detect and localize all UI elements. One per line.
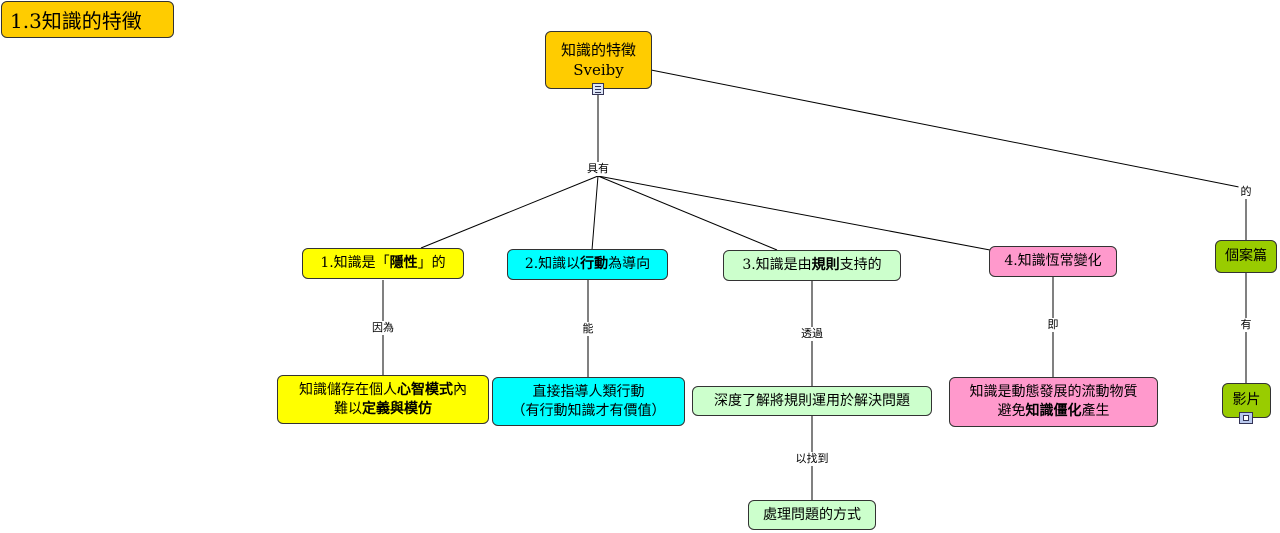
detail-mental-model-line2: 難以定義與模仿 xyxy=(334,400,432,417)
link-label-can: 能 xyxy=(580,322,596,336)
link-label-through: 透過 xyxy=(799,327,825,341)
feature-node-tacit[interactable]: 1.知識是「隱性」的 xyxy=(302,248,464,279)
case-label: 個案篇 xyxy=(1225,248,1267,265)
method-node[interactable]: 處理問題的方式 xyxy=(748,500,876,530)
detail-apply-rules-line1: 深度了解將規則運用於解決問題 xyxy=(714,392,910,409)
feature-tacit-label: 1.知識是「隱性」的 xyxy=(320,255,446,272)
link-has-f3 xyxy=(597,175,778,251)
detail-node-guide-action[interactable]: 直接指導人類行動 （有行動知識才有價值） xyxy=(492,377,685,426)
feature-node-rules[interactable]: 3.知識是由規則支持的 xyxy=(723,250,901,281)
feature-node-action[interactable]: 2.知識以行動為導向 xyxy=(507,249,668,280)
detail-guide-action-line2: （有行動知識才有價值） xyxy=(511,402,666,419)
link-label-because: 因為 xyxy=(370,321,396,335)
detail-node-dynamic[interactable]: 知識是動態發展的流動物質 避免知識僵化產生 xyxy=(949,377,1158,427)
detail-node-mental-model[interactable]: 知識儲存在個人心智模式內 難以定義與模仿 xyxy=(277,375,489,424)
feature-action-label: 2.知識以行動為導向 xyxy=(524,256,651,273)
link-label-namely: 即 xyxy=(1045,318,1061,332)
document-icon[interactable] xyxy=(592,83,604,95)
detail-guide-action-line1: 直接指導人類行動 xyxy=(532,383,645,400)
root-title: 知識的特徵 xyxy=(560,40,636,59)
detail-mental-model-line1: 知識儲存在個人心智模式內 xyxy=(299,381,467,398)
link-root-of xyxy=(650,69,1245,189)
method-label: 處理問題的方式 xyxy=(763,506,861,523)
root-author: Sveiby xyxy=(573,61,624,79)
video-label: 影片 xyxy=(1232,392,1261,409)
detail-dynamic-line2: 避免知識僵化產生 xyxy=(997,403,1110,419)
link-label-has-item: 有 xyxy=(1238,318,1254,332)
case-node[interactable]: 個案篇 xyxy=(1215,240,1277,273)
detail-dynamic-line1: 知識是動態發展的流動物質 xyxy=(969,384,1138,401)
link-has-f4 xyxy=(597,175,991,251)
film-icon[interactable] xyxy=(1239,412,1253,424)
feature-rules-label: 3.知識是由規則支持的 xyxy=(742,257,882,274)
root-node[interactable]: 知識的特徵 Sveiby xyxy=(545,31,652,89)
link-label-to-find: 以找到 xyxy=(793,452,831,466)
feature-node-change[interactable]: 4.知識恆常變化 xyxy=(989,246,1117,277)
feature-change-label: 4.知識恆常變化 xyxy=(1004,253,1102,270)
link-has-f2 xyxy=(591,175,599,251)
link-has-f1 xyxy=(420,175,599,249)
link-label-of: 的 xyxy=(1238,185,1254,199)
detail-node-apply-rules[interactable]: 深度了解將規則運用於解決問題 xyxy=(692,386,932,416)
link-label-has: 具有 xyxy=(585,162,611,176)
page-title: 1.3知識的特徵 xyxy=(1,1,174,38)
